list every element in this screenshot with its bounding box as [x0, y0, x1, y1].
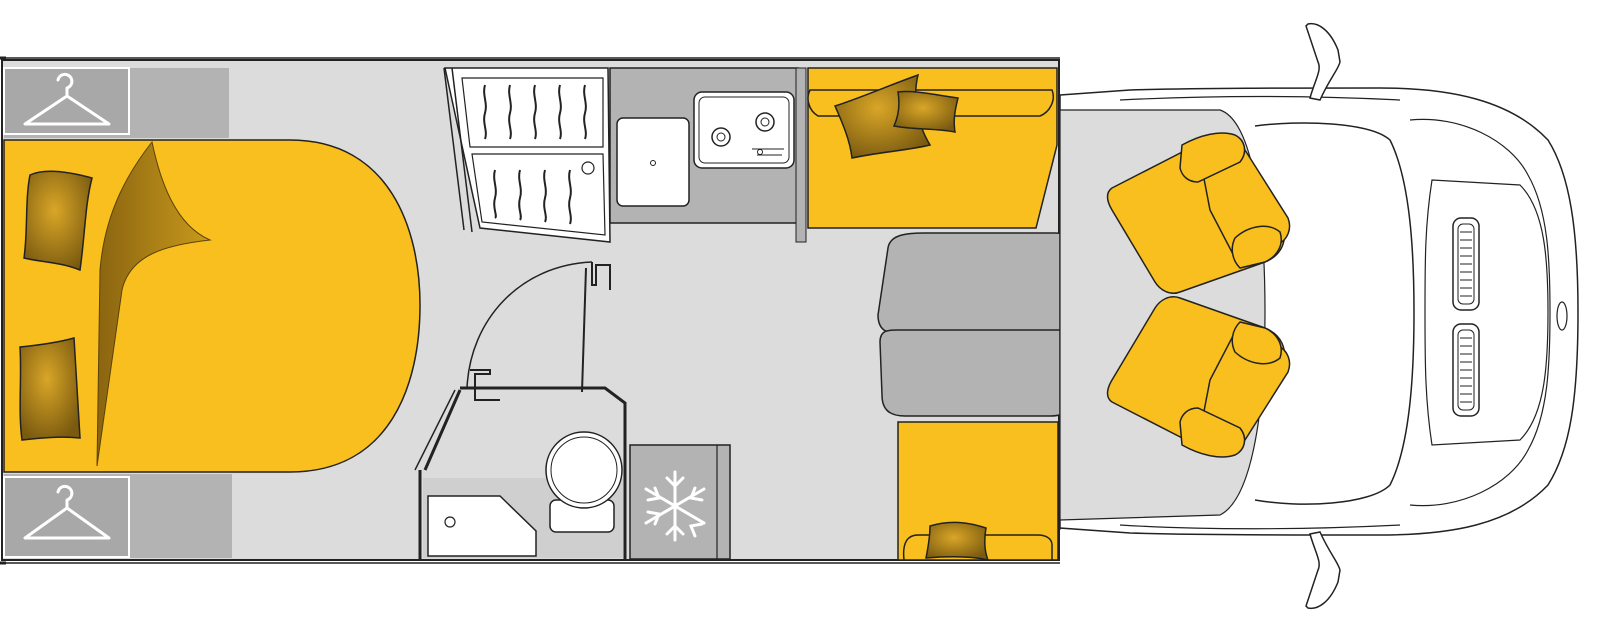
rear-bed: [3, 139, 421, 473]
washroom-door-swing: [466, 261, 593, 389]
badge-icon: [1556, 301, 1568, 331]
washroom-door: [581, 262, 611, 393]
pillow-icon: [892, 90, 959, 133]
wardrobe-bottom: [3, 474, 232, 558]
washroom-door-lower: [470, 369, 500, 401]
shower-tray-icon: [427, 495, 537, 557]
bench-seat-bottom: [897, 421, 1059, 562]
dining-table: [877, 232, 1081, 417]
hob-icon: [693, 91, 795, 169]
dashboard-vent: [1452, 323, 1480, 417]
mirror-icon: [1305, 22, 1341, 101]
bench-seat-top: [807, 67, 1058, 229]
dashboard-vent: [1452, 217, 1480, 311]
washroom: [414, 261, 627, 560]
fridge: [629, 444, 731, 560]
cab-seat-passenger: [1106, 132, 1291, 294]
washroom-wall: [418, 386, 627, 560]
shelving-unit: [443, 67, 611, 243]
folded-sheet: [96, 140, 212, 467]
cab-seat-driver: [1106, 296, 1291, 458]
sink-icon: [616, 117, 690, 207]
hanger-icon: [23, 484, 111, 540]
windscreen-frame: [1254, 122, 1415, 505]
cab: [1059, 22, 1579, 610]
pillow-icon: [925, 521, 990, 562]
pillow-icon: [19, 337, 81, 441]
toilet-icon: [545, 431, 623, 533]
pillow-icon: [23, 170, 93, 272]
wardrobe-top: [3, 67, 229, 138]
mirror-icon: [1305, 531, 1341, 610]
kitchen: [609, 67, 807, 243]
snowflake-icon: [644, 470, 706, 542]
hanger-icon: [23, 72, 111, 126]
